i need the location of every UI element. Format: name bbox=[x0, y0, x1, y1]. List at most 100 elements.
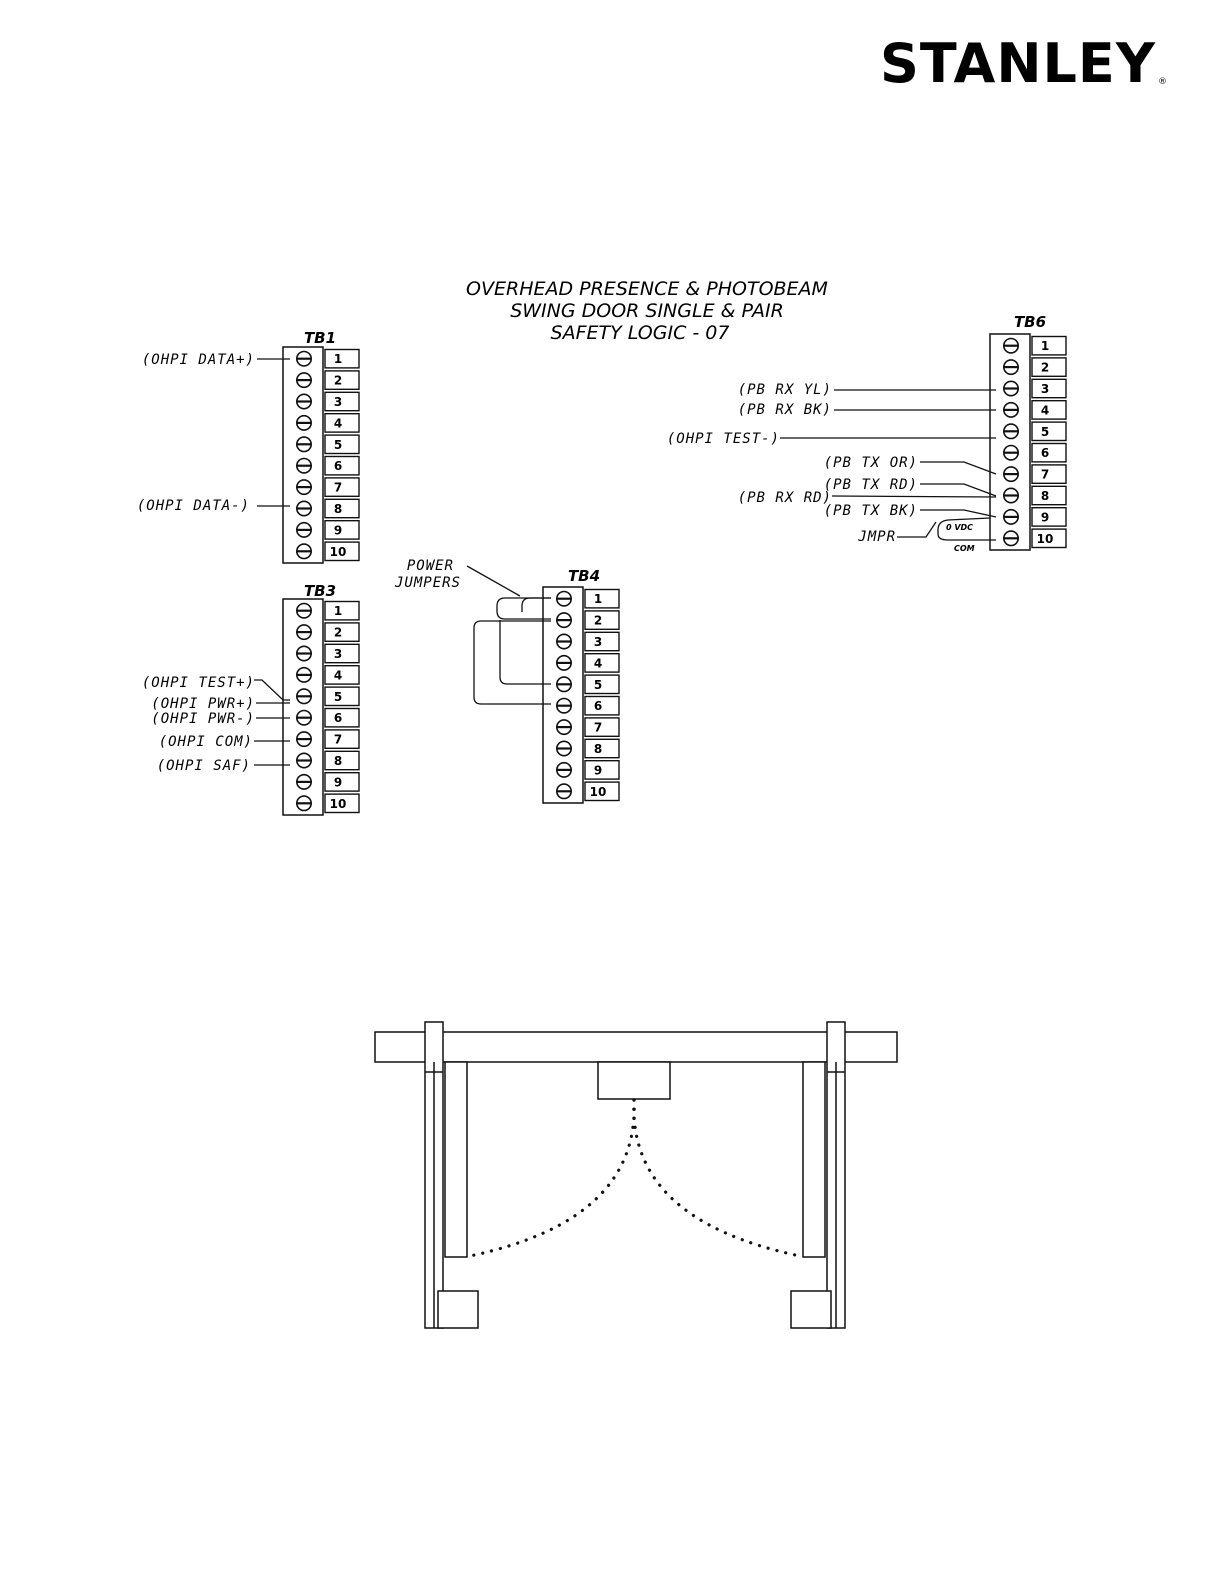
screw-terminal-9 bbox=[1002, 508, 1019, 525]
terminal-number-box bbox=[324, 643, 360, 664]
jumper-2-5 bbox=[473, 620, 551, 705]
power-jumpers-leader bbox=[466, 565, 521, 597]
screw-terminal-4 bbox=[1002, 401, 1019, 418]
label-ohpi-pwr-plus: (OHPI PWR+) bbox=[151, 696, 255, 712]
terminal-number-box bbox=[1031, 507, 1067, 527]
terminal-number-box bbox=[324, 413, 360, 433]
terminal-number-box bbox=[1031, 335, 1067, 356]
terminal-number: 1 bbox=[594, 592, 602, 606]
screw-terminal-5 bbox=[1002, 423, 1019, 440]
tb6-wiring bbox=[780, 389, 997, 541]
label-ohpi-data-plus: (OHPI DATA+) bbox=[142, 352, 255, 368]
wire-pb-tx-bk bbox=[920, 509, 997, 518]
terminal-number-box bbox=[1031, 485, 1067, 506]
terminal-number: 4 bbox=[334, 668, 342, 682]
screw-terminal-10 bbox=[555, 783, 572, 800]
label-0-vdc: 0 VDC bbox=[946, 523, 973, 532]
terminal-number: 7 bbox=[1041, 468, 1049, 482]
label-jmpr: JMPR bbox=[857, 529, 896, 545]
terminal-number-box bbox=[324, 600, 360, 621]
label-ohpi-saf: (OHPI SAF) bbox=[157, 758, 251, 774]
terminal-number-box bbox=[324, 750, 360, 771]
terminal-number: 2 bbox=[1041, 361, 1049, 375]
terminal-number: 8 bbox=[334, 754, 342, 768]
terminal-number: 5 bbox=[1041, 425, 1049, 439]
screw-terminal-3 bbox=[295, 393, 312, 410]
terminal-number: 1 bbox=[334, 352, 342, 366]
terminal-number: 1 bbox=[1041, 339, 1049, 353]
terminal-number: 9 bbox=[334, 775, 342, 789]
screw-terminal-8 bbox=[1002, 487, 1019, 504]
wire-pb-tx-rd bbox=[920, 483, 997, 497]
terminal-number: 7 bbox=[334, 481, 342, 495]
terminal-number: 2 bbox=[334, 626, 342, 640]
jumper-5-loop bbox=[499, 620, 551, 685]
screw-terminal-1 bbox=[295, 602, 312, 619]
terminal-number: 4 bbox=[334, 416, 342, 430]
terminal-number: 3 bbox=[334, 395, 342, 409]
terminal-number: 1 bbox=[334, 604, 342, 618]
terminal-number-box bbox=[1031, 378, 1067, 399]
terminal-number: 5 bbox=[334, 690, 342, 704]
terminal-number-box bbox=[324, 370, 360, 390]
screw-terminal-5 bbox=[295, 688, 312, 705]
terminal-number-box bbox=[584, 781, 620, 802]
jumper-1-2 bbox=[496, 597, 551, 620]
terminal-number: 10 bbox=[330, 545, 347, 559]
terminal-number-box bbox=[584, 695, 620, 716]
right-swing-arc bbox=[632, 1098, 802, 1258]
screw-terminal-6 bbox=[295, 457, 312, 474]
screw-terminal-7 bbox=[295, 479, 312, 496]
terminal-number-box bbox=[324, 520, 360, 540]
screw-terminal-3 bbox=[555, 633, 572, 650]
terminal-number-box bbox=[324, 477, 360, 497]
terminal-number-box bbox=[324, 348, 360, 369]
label-pb-tx-rd: (PB TX RD) bbox=[824, 477, 918, 493]
terminal-number-box bbox=[324, 434, 360, 455]
terminal-number-box bbox=[324, 541, 360, 562]
screw-terminal-3 bbox=[295, 645, 312, 662]
screw-terminal-2 bbox=[295, 372, 312, 389]
terminal-number: 3 bbox=[334, 647, 342, 661]
terminal-number-box bbox=[1031, 528, 1067, 549]
left-floor-box bbox=[437, 1290, 479, 1329]
label-ohpi-data-minus: (OHPI DATA-) bbox=[137, 498, 250, 514]
screw-terminal-1 bbox=[1002, 337, 1019, 354]
terminal-number: 4 bbox=[594, 656, 602, 670]
terminal-number: 6 bbox=[334, 711, 342, 725]
right-door-panel bbox=[802, 1061, 826, 1258]
overhead-presence-sensor bbox=[597, 1061, 671, 1100]
left-swing-arc bbox=[468, 1098, 636, 1258]
screw-terminal-6 bbox=[555, 697, 572, 714]
terminal-number-box bbox=[1031, 357, 1067, 377]
terminal-number-box bbox=[324, 498, 360, 519]
screw-terminal-9 bbox=[295, 521, 312, 538]
terminal-number-box bbox=[584, 588, 620, 609]
screw-terminal-1 bbox=[555, 590, 572, 607]
screw-terminal-8 bbox=[555, 740, 572, 757]
terminal-number-box bbox=[1031, 442, 1067, 463]
terminal-number: 4 bbox=[1041, 403, 1049, 417]
label-pb-rx-yl: (PB RX YL) bbox=[738, 382, 832, 398]
jmpr-leader bbox=[897, 521, 937, 538]
screw-terminal-10 bbox=[295, 543, 312, 560]
terminal-number-box bbox=[324, 686, 360, 707]
screw-terminal-2 bbox=[1002, 359, 1019, 376]
wire-ohpi-test-plus bbox=[254, 679, 290, 701]
terminal-number-box bbox=[324, 665, 360, 685]
terminal-number-box bbox=[584, 674, 620, 695]
terminal-number-box bbox=[324, 793, 360, 814]
screw-terminal-7 bbox=[295, 731, 312, 748]
wire-pb-rx-rd bbox=[831, 495, 997, 498]
terminal-number: 2 bbox=[594, 614, 602, 628]
screw-terminal-4 bbox=[295, 666, 312, 683]
tb1-name: TB1 bbox=[304, 329, 336, 347]
label-jumpers: JUMPERS bbox=[394, 575, 461, 591]
terminal-number-box bbox=[1031, 464, 1067, 484]
label-ohpi-test-minus: (OHPI TEST-) bbox=[667, 431, 780, 447]
wire-pb-tx-or bbox=[920, 461, 997, 475]
title-line-1: OVERHEAD PRESENCE & PHOTOBEAM bbox=[466, 278, 828, 300]
stanley-logo: STANLEY bbox=[880, 32, 1156, 95]
